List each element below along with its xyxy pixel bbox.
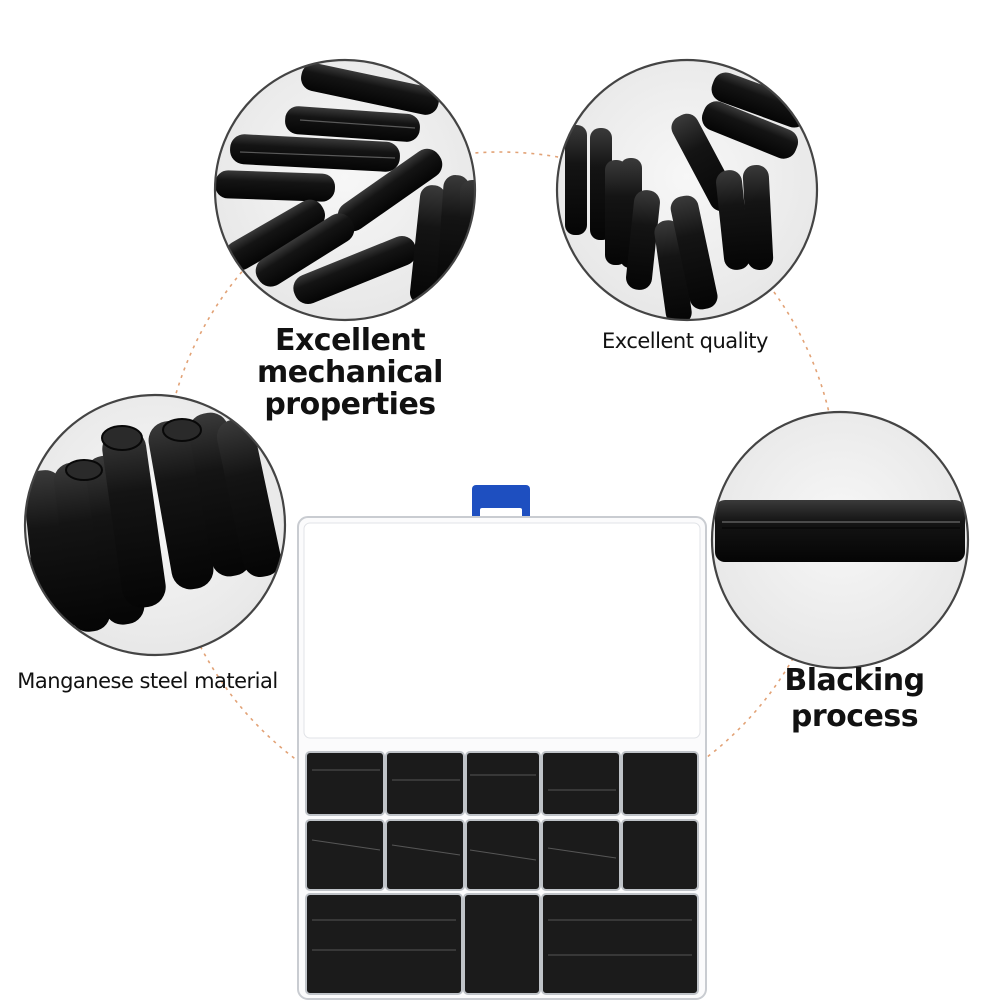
quality-circle — [555, 58, 819, 322]
pin-group-material — [25, 412, 282, 635]
material-circle — [23, 393, 287, 657]
mechanical-properties-circle — [213, 58, 477, 322]
feature-label-material: Manganese steel material — [17, 669, 278, 693]
pin-group-mechanical — [215, 63, 475, 305]
feature-label-mechanical: Excellent mechanical properties — [257, 323, 443, 422]
storage-box-icon — [297, 485, 707, 1000]
spring-pin-icon — [715, 500, 965, 562]
pin-group-quality — [565, 72, 809, 320]
feature-label-quality: Excellent quality — [602, 329, 768, 353]
feature-label-process: Blacking process — [784, 663, 925, 734]
box-compartments — [305, 751, 699, 995]
blacking-process-circle — [710, 410, 970, 670]
